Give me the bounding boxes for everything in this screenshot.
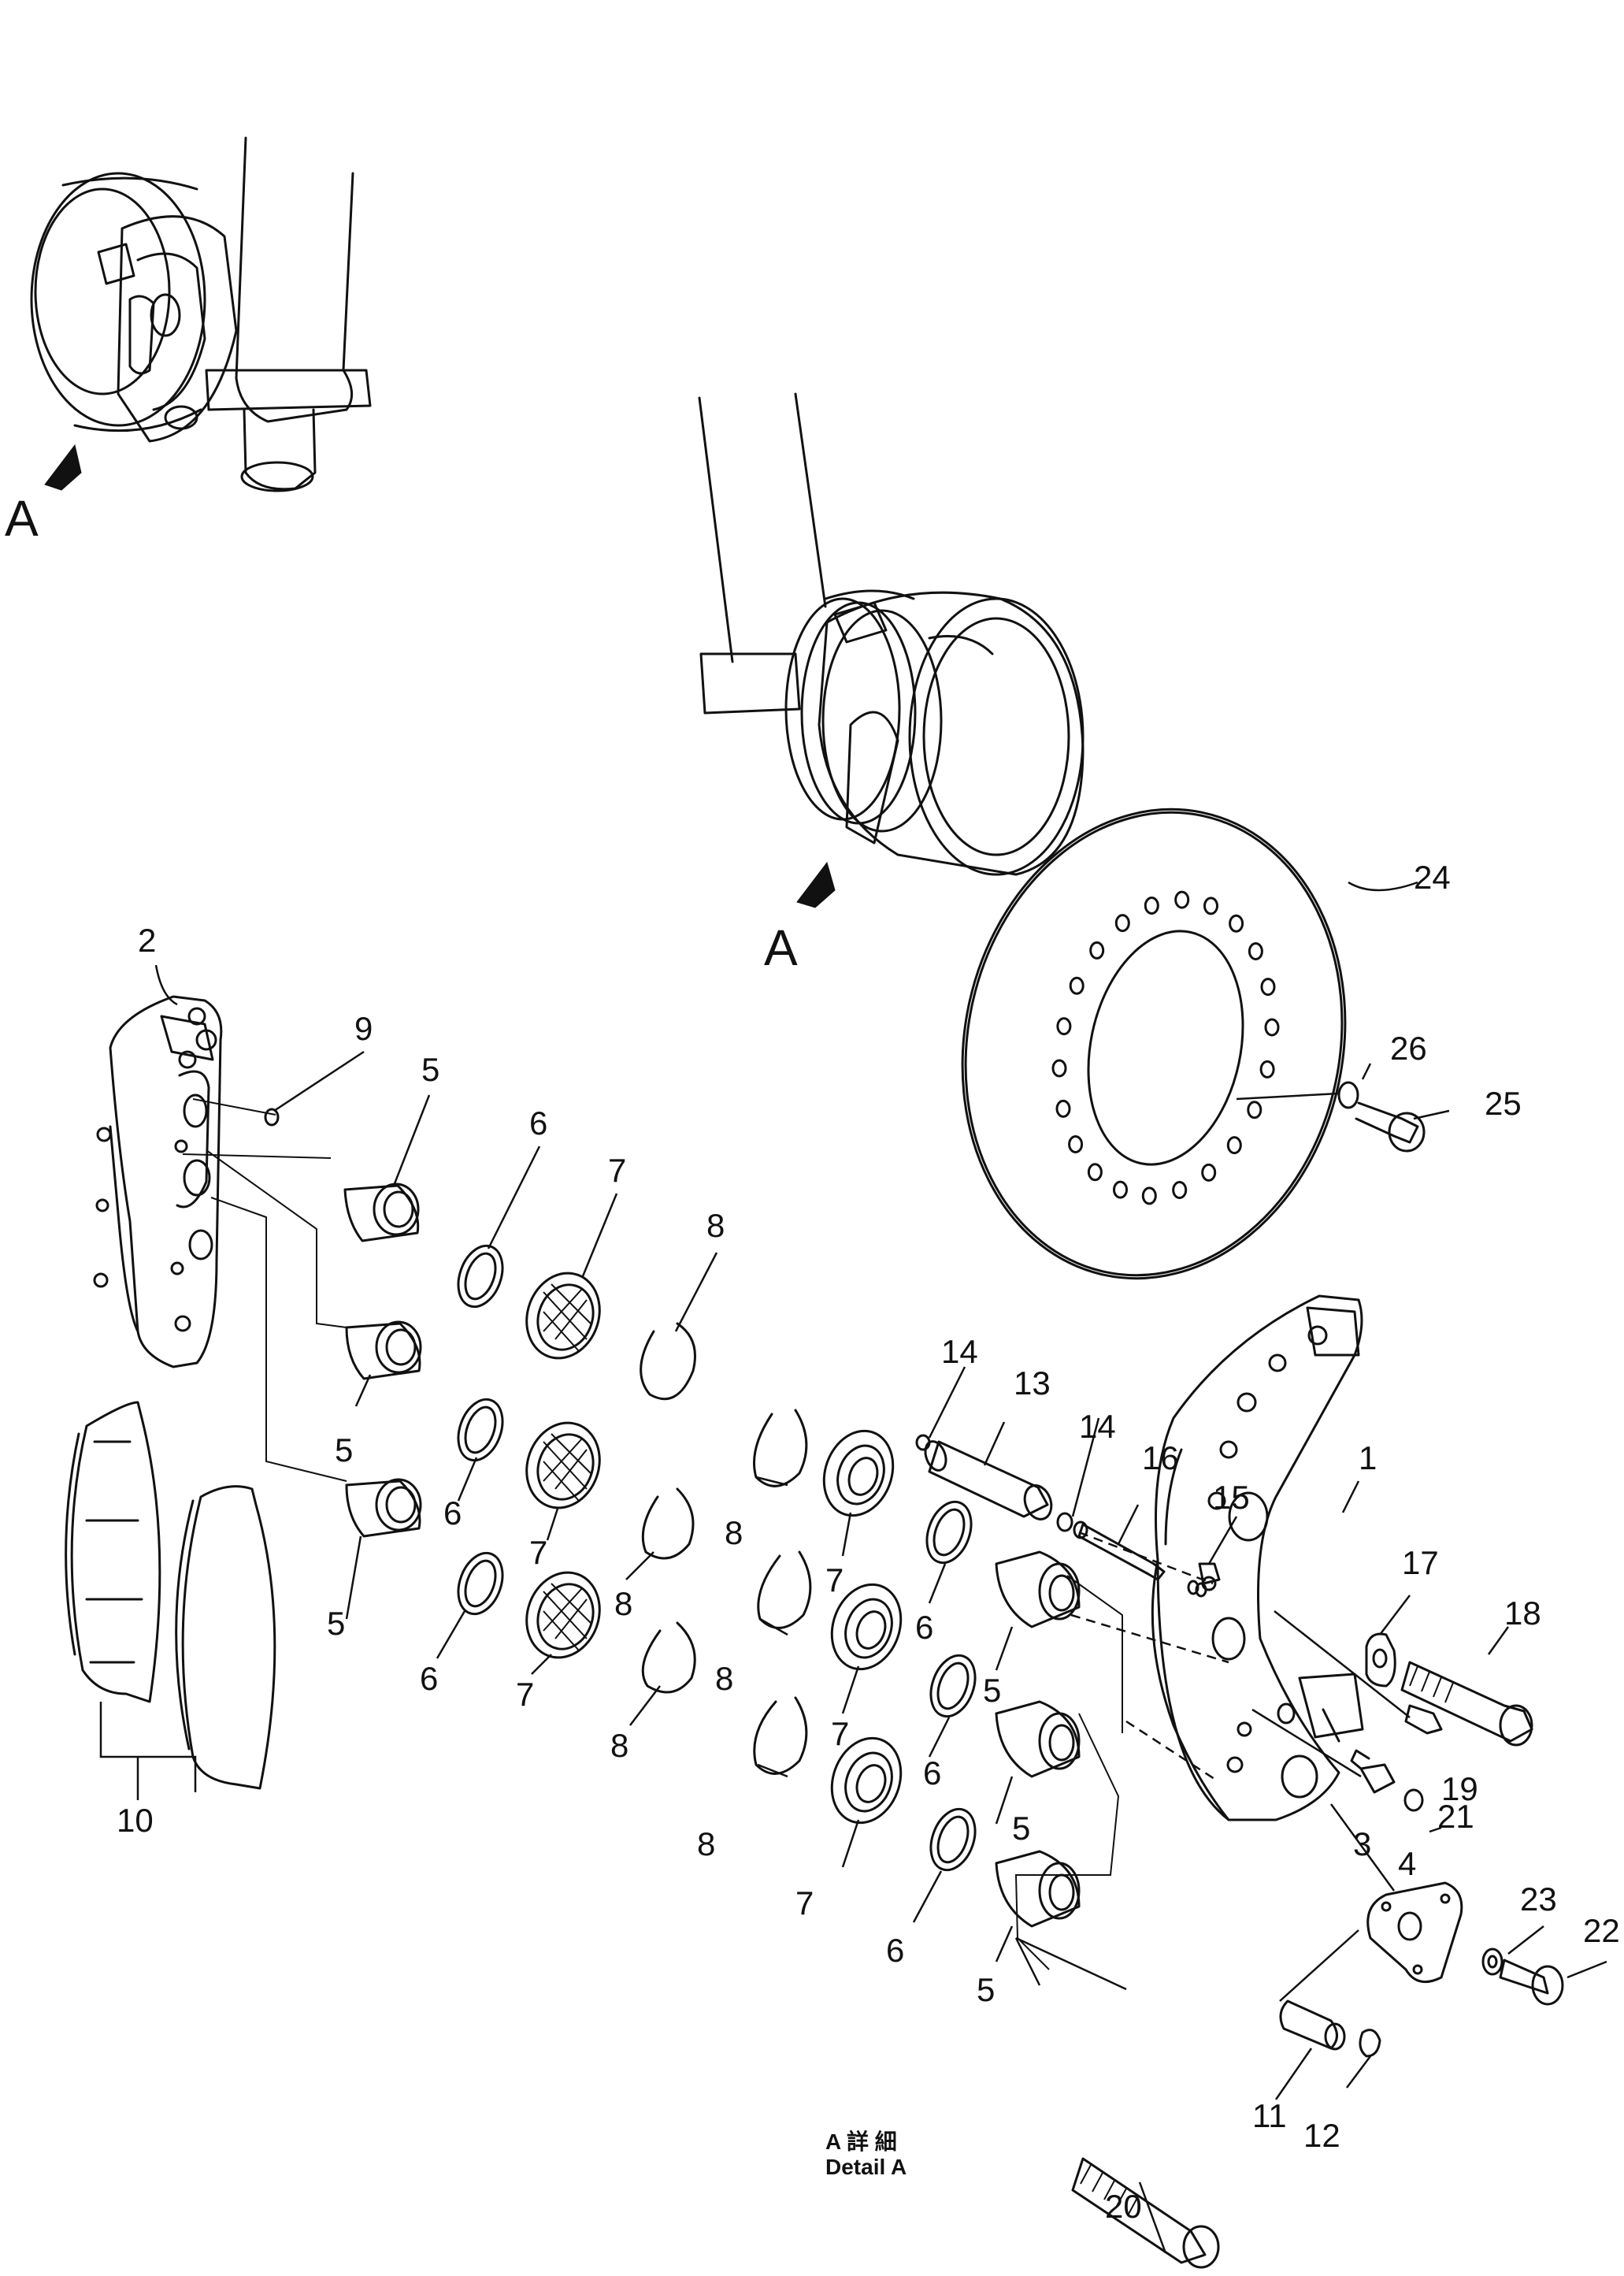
part-label-8: 8 xyxy=(725,1514,743,1551)
part-label-5: 5 xyxy=(335,1431,353,1468)
part-label-5: 5 xyxy=(421,1051,439,1088)
brake-pads xyxy=(65,1401,276,1800)
caption-jp: A 詳 細 xyxy=(825,2129,897,2154)
part-label-22: 22 xyxy=(1583,1912,1620,1949)
disc-bolt-hole xyxy=(1113,1180,1128,1199)
part-label-21: 21 xyxy=(1437,1798,1474,1835)
disc-bolt-hole xyxy=(1114,914,1130,933)
part-label-11: 11 xyxy=(1252,2097,1287,2134)
part-label-5: 5 xyxy=(983,1672,1001,1709)
caliper-left xyxy=(93,995,347,1482)
disc-bolt-hole xyxy=(1144,897,1159,915)
disc-bolt-hole xyxy=(1264,1018,1280,1037)
part-label-8: 8 xyxy=(610,1727,628,1764)
part-label-8: 8 xyxy=(697,1825,715,1862)
view-label-a-2: A xyxy=(764,919,798,976)
brake-disc xyxy=(961,808,1347,1280)
disc-bolt-hole xyxy=(1203,897,1218,915)
leader-lines xyxy=(154,881,1607,2254)
part-label-24: 24 xyxy=(1414,859,1451,896)
part-label-8: 8 xyxy=(715,1660,733,1697)
part-label-7: 7 xyxy=(529,1534,547,1571)
disc-bolt-hole xyxy=(1068,1135,1084,1153)
right-piston-stack xyxy=(753,1409,1221,1928)
part-label-26: 26 xyxy=(1390,1030,1427,1067)
caption-en: Detail A xyxy=(825,2155,907,2179)
part-label-12: 12 xyxy=(1303,2117,1340,2154)
disc-bolt-hole xyxy=(1141,1186,1157,1205)
part-labels: 2 9 5 6 7 8 5 6 7 8 5 6 7 8 10 24 26 25 … xyxy=(117,859,1620,2225)
part-label-6: 6 xyxy=(923,1754,941,1791)
view-label-a-1: A xyxy=(5,490,39,547)
part-label-20: 20 xyxy=(1105,2188,1142,2225)
overview-view-top-left: A xyxy=(5,136,372,547)
part-label-6: 6 xyxy=(886,1932,904,1969)
part-label-6: 6 xyxy=(443,1494,462,1532)
view-arrow-icon-2 xyxy=(796,861,836,908)
overview-view-middle: A xyxy=(698,392,1085,976)
disc-bolt xyxy=(1236,1081,1426,1153)
disc-bolt-hole xyxy=(1056,1017,1072,1036)
part-label-7: 7 xyxy=(825,1561,844,1598)
disc-bolt-hole xyxy=(1172,1181,1188,1199)
view-arrow-icon xyxy=(44,444,82,491)
detail-caption: A 詳 細 Detail A xyxy=(825,2129,907,2179)
disc-bolt-hole xyxy=(1248,942,1263,960)
disc-bolt-hole xyxy=(1201,1163,1217,1182)
part-label-6: 6 xyxy=(915,1609,933,1646)
part-label-25: 25 xyxy=(1485,1085,1522,1122)
disc-bolt-hole xyxy=(1069,976,1085,995)
part-label-16: 16 xyxy=(1142,1439,1179,1476)
part-label-10: 10 xyxy=(117,1802,154,1839)
caliper-right xyxy=(1014,1294,1364,1970)
part-label-19: 19 xyxy=(1441,1770,1478,1807)
part-label-15: 15 xyxy=(1213,1479,1250,1516)
disc-bolt-hole xyxy=(1174,890,1190,909)
part-label-7: 7 xyxy=(608,1152,626,1189)
part-label-6: 6 xyxy=(420,1660,438,1697)
part-label-8: 8 xyxy=(706,1207,725,1244)
part-label-3: 3 xyxy=(1353,1825,1371,1862)
part-label-23: 23 xyxy=(1520,1881,1557,1918)
disc-bolt-hole xyxy=(1089,941,1105,960)
disc-bolt-hole xyxy=(1247,1101,1262,1119)
disc-bolt-hole xyxy=(1051,1059,1067,1078)
part-label-18: 18 xyxy=(1504,1595,1541,1632)
part-label-1: 1 xyxy=(1359,1439,1377,1476)
disc-bolt-hole xyxy=(1260,978,1276,997)
part-label-5: 5 xyxy=(327,1605,345,1642)
part-label-13: 13 xyxy=(1014,1364,1051,1402)
part-label-14: 14 xyxy=(1079,1408,1116,1445)
disc-bolt-hole xyxy=(1259,1060,1275,1079)
part-label-9: 9 xyxy=(354,1010,373,1047)
part-label-4: 4 xyxy=(1398,1845,1416,1882)
disc-bolt-hole xyxy=(1229,914,1244,933)
part-label-7: 7 xyxy=(795,1884,814,1921)
disc-bolt-hole xyxy=(1055,1099,1071,1118)
part-label-5: 5 xyxy=(977,1971,995,2008)
part-label-7: 7 xyxy=(516,1676,534,1713)
part-label-17: 17 xyxy=(1402,1544,1439,1581)
part-label-7: 7 xyxy=(831,1715,849,1752)
part-label-8: 8 xyxy=(614,1585,632,1622)
part-label-5: 5 xyxy=(1012,1810,1030,1847)
disc-bolt-hole xyxy=(1226,1136,1242,1155)
left-piston-stack xyxy=(264,1108,696,1694)
part-label-2: 2 xyxy=(138,922,156,959)
right-hardware xyxy=(1014,1610,1564,2269)
part-label-6: 6 xyxy=(529,1105,547,1142)
part-label-14: 14 xyxy=(941,1333,978,1370)
disc-bolt-hole xyxy=(1087,1163,1103,1182)
